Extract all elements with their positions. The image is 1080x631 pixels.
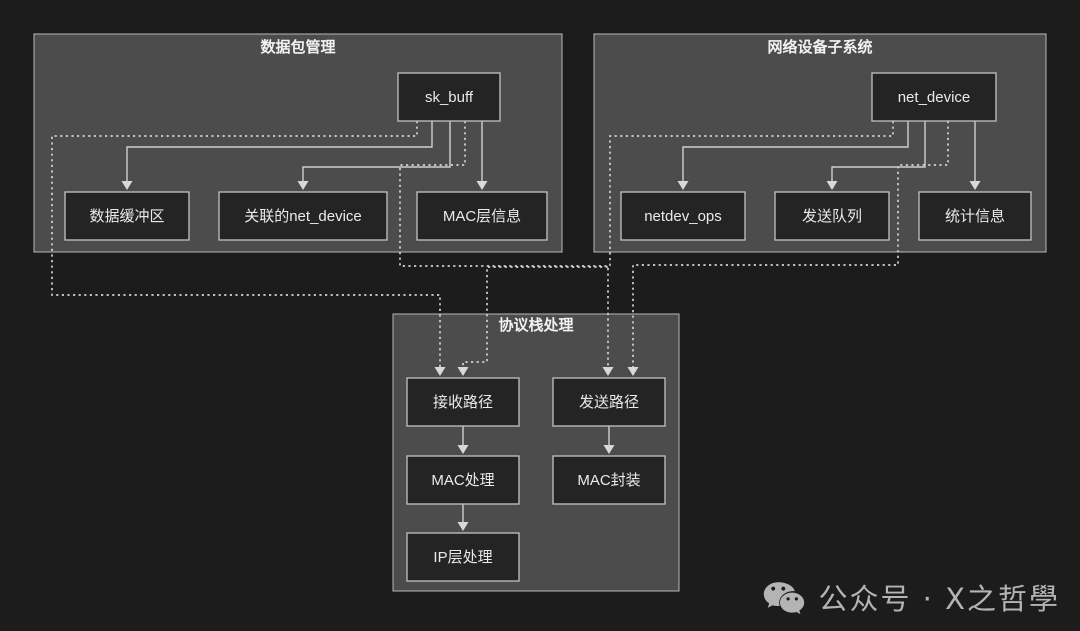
- node-mac_encap[interactable]: MAC封装: [552, 455, 666, 505]
- node-label: 关联的net_device: [244, 208, 362, 225]
- arrowhead-ah-databuf: [121, 181, 133, 190]
- node-tx_queue[interactable]: 发送队列: [774, 191, 890, 241]
- node-box[interactable]: [552, 455, 666, 505]
- node-tx_path[interactable]: 发送路径: [552, 377, 666, 427]
- node-box[interactable]: [416, 191, 548, 241]
- arrowhead-ah-txpath-2: [627, 367, 639, 376]
- node-label: sk_buff: [425, 89, 474, 106]
- wechat-icon: [764, 582, 805, 615]
- node-mac_info[interactable]: MAC层信息: [416, 191, 548, 241]
- node-databuf[interactable]: 数据缓冲区: [64, 191, 190, 241]
- arrowhead-ah-netdevops: [677, 181, 689, 190]
- node-label: 发送队列: [802, 208, 862, 225]
- node-box[interactable]: [406, 455, 520, 505]
- node-label: IP层处理: [433, 549, 492, 566]
- cluster-title: 网络设备子系统: [767, 38, 872, 56]
- node-box[interactable]: [406, 532, 520, 582]
- watermark-text: 公众号 · X之哲學: [818, 581, 1060, 616]
- edge-netdev-to-txpath: [632, 121, 949, 370]
- arrowhead-ah-txpath-1: [602, 367, 614, 376]
- edge-netdev-to-netdevops: [682, 121, 909, 184]
- arrowheads-layer: [121, 181, 981, 531]
- node-box[interactable]: [64, 191, 190, 241]
- arrowhead-ah-rxpath-2: [457, 367, 469, 376]
- node-box[interactable]: [774, 191, 890, 241]
- arrowhead-ah-macencap: [603, 445, 615, 454]
- node-mac_proc[interactable]: MAC处理: [406, 455, 520, 505]
- node-label: MAC处理: [431, 472, 494, 489]
- watermark: 公众号 · X之哲學: [763, 581, 1060, 617]
- edge-netdev-to-rxpath: [462, 121, 894, 370]
- node-box[interactable]: [406, 377, 520, 427]
- node-rx_path[interactable]: 接收路径: [406, 377, 520, 427]
- edge-skbuff-to-rxpath: [51, 121, 441, 370]
- node-label: net_device: [898, 89, 971, 106]
- node-assoc_netdev[interactable]: 关联的net_device: [218, 191, 388, 241]
- node-label: 发送路径: [579, 394, 639, 411]
- node-label: MAC封装: [577, 472, 640, 489]
- arrowhead-ah-assoc: [297, 181, 309, 190]
- arrowhead-ah-macproc: [457, 445, 469, 454]
- node-box[interactable]: [918, 191, 1032, 241]
- edge-skbuff-to-assocnetdev: [302, 121, 451, 184]
- node-box[interactable]: [397, 72, 501, 122]
- node-label: MAC层信息: [443, 208, 521, 225]
- nodes-layer: sk_buff 数据缓冲区 关联的net_device MAC层信息 net_devic…: [64, 72, 1032, 582]
- node-label: 接收路径: [433, 394, 493, 411]
- node-netdev_ops[interactable]: netdev_ops: [620, 191, 746, 241]
- node-ip_proc[interactable]: IP层处理: [406, 532, 520, 582]
- arrowhead-ah-ipproc: [457, 522, 469, 531]
- arrowhead-ah-macinfo: [476, 181, 488, 190]
- node-box[interactable]: [871, 72, 997, 122]
- node-label: 数据缓冲区: [89, 208, 164, 225]
- node-stats[interactable]: 统计信息: [918, 191, 1032, 241]
- cluster-title: 协议栈处理: [498, 316, 573, 334]
- node-label: netdev_ops: [644, 208, 722, 225]
- node-sk_buff[interactable]: sk_buff: [397, 72, 501, 122]
- node-box[interactable]: [218, 191, 388, 241]
- node-label: 统计信息: [945, 208, 1005, 225]
- edge-netdev-to-txqueue: [831, 121, 926, 184]
- node-box[interactable]: [552, 377, 666, 427]
- arrowhead-ah-rxpath-1: [434, 367, 446, 376]
- arrowhead-ah-stats: [969, 181, 981, 190]
- edge-skbuff-to-databuf: [126, 121, 433, 184]
- node-box[interactable]: [620, 191, 746, 241]
- edges-layer: [51, 121, 976, 525]
- node-net_device[interactable]: net_device: [871, 72, 997, 122]
- arrowhead-ah-txqueue: [826, 181, 838, 190]
- cluster-title: 数据包管理: [260, 38, 335, 56]
